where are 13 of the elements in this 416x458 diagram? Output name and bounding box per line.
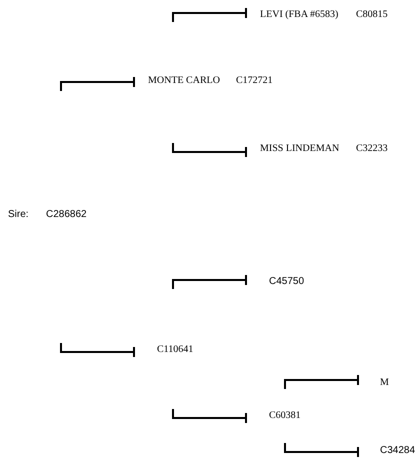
- pedigree-label: MISS LINDEMAN: [260, 143, 340, 155]
- pedigree-label: C110641: [157, 344, 194, 356]
- pedigree-label: C34284: [380, 445, 416, 457]
- pedigree-label: MONTE CARLO: [148, 75, 220, 87]
- pedigree-label: C60381: [269, 410, 301, 422]
- pedigree-label: LEVI (FBA #6583): [260, 9, 338, 21]
- pedigree-label: M: [380, 377, 389, 389]
- pedigree-label: C32233: [356, 143, 388, 155]
- pedigree-label: C45750: [269, 276, 304, 288]
- pedigree-label: Sire:: [8, 209, 29, 221]
- pedigree-label: C80815: [356, 9, 388, 21]
- pedigree-label: C172721: [236, 75, 273, 87]
- pedigree-label: C286862: [46, 209, 87, 221]
